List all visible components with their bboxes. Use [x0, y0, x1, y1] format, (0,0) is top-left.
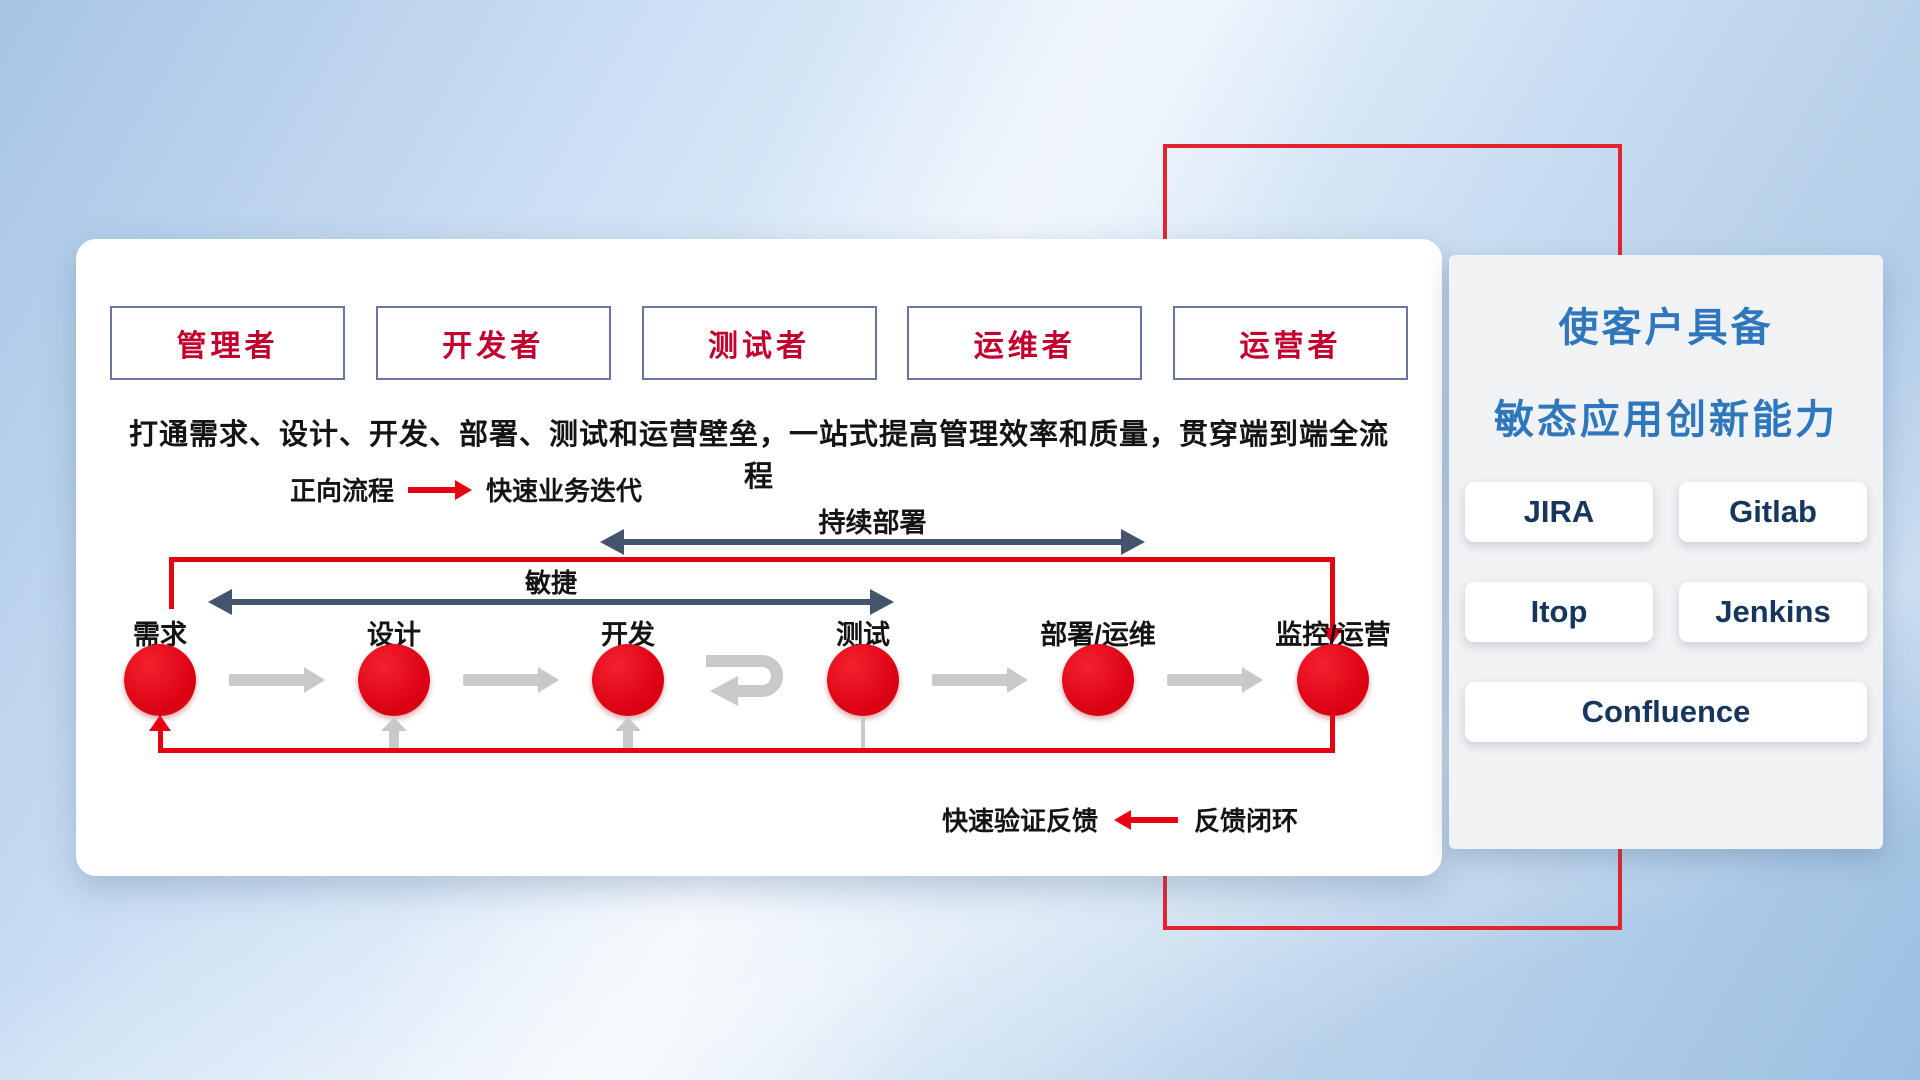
agile-label: 敏捷	[524, 568, 577, 598]
feedback-line-testing	[861, 717, 865, 750]
role-box-ops: 运维者	[907, 306, 1143, 380]
role-box-developer: 开发者	[375, 306, 611, 380]
devops-flow-card: 管理者 开发者 测试者 运维者 运营者 打通需求、设计、开发、部署、测试和运营壁…	[76, 239, 1442, 876]
tool-button-itop: Itop	[1465, 582, 1653, 642]
role-box-operator: 运营者	[1173, 306, 1408, 380]
flow-right-arrow-icon-3	[932, 667, 1028, 693]
stage-node-requirements	[124, 644, 196, 716]
role-box-tester: 测试者	[641, 306, 877, 380]
stage-node-development	[592, 644, 664, 716]
tool-button-jenkins: Jenkins	[1679, 582, 1867, 642]
forward-loop-down-arrowhead-icon	[1321, 628, 1343, 644]
feedback-loop-right-line	[1330, 716, 1335, 752]
flow-right-arrow-icon-1	[229, 667, 325, 693]
flow-right-arrow-icon-2	[463, 667, 559, 693]
panel-title-line1: 使客户具备	[1558, 306, 1774, 350]
feedback-arrow-icon	[1114, 809, 1179, 830]
stage-node-deploy-ops	[1062, 644, 1134, 716]
tool-button-jira: JIRA	[1465, 482, 1653, 542]
panel-title-line2: 敏态应用创新能力	[1494, 398, 1838, 442]
dev-test-loop-arrow-icon	[706, 655, 783, 706]
legend-forward: 正向流程 快速业务迭代	[290, 471, 642, 508]
feedback-loop-bottom-line	[158, 748, 1335, 753]
stage-node-design	[358, 644, 430, 716]
feedback-loop-up-arrowhead-icon	[149, 715, 171, 731]
stage-node-testing	[827, 644, 899, 716]
forward-loop-top-line	[169, 557, 1335, 562]
stage-node-monitor-operations	[1297, 644, 1369, 716]
forward-arrow-icon	[408, 479, 473, 500]
feedback-up-arrow-icon-development	[615, 717, 641, 751]
continuous-deploy-arrow	[600, 529, 1145, 555]
legend-feedback-text: 快速验证反馈	[942, 806, 1099, 836]
agile-arrow	[208, 589, 894, 615]
tool-button-gitlab: Gitlab	[1679, 482, 1867, 542]
roles-row: 管理者 开发者 测试者 运维者 运营者	[110, 306, 1408, 380]
role-box-manager: 管理者	[110, 306, 345, 380]
legend-feedback: 快速验证反馈 反馈闭环	[942, 801, 1298, 838]
forward-loop-right-line	[1330, 557, 1335, 629]
process-description: 打通需求、设计、开发、部署、测试和运营壁垒，一站式提高管理效率和质量，贯穿端到端…	[128, 419, 1389, 493]
legend-feedback-label: 反馈闭环	[1194, 806, 1299, 836]
legend-forward-label: 正向流程	[290, 476, 395, 506]
forward-loop-left-line	[169, 557, 174, 609]
tools-grid: JIRA Gitlab Itop Jenkins Confluence	[1465, 482, 1867, 742]
flow-right-arrow-icon-4	[1167, 667, 1263, 693]
feedback-up-arrow-icon-design	[381, 717, 407, 751]
tool-button-confluence: Confluence	[1465, 682, 1867, 742]
feedback-loop-left-line	[158, 730, 163, 752]
capability-panel: 使客户具备 敏态应用创新能力 JIRA Gitlab Itop Jenkins …	[1449, 255, 1883, 849]
continuous-deploy-label: 持续部署	[818, 508, 927, 538]
legend-forward-text: 快速业务迭代	[486, 476, 643, 506]
